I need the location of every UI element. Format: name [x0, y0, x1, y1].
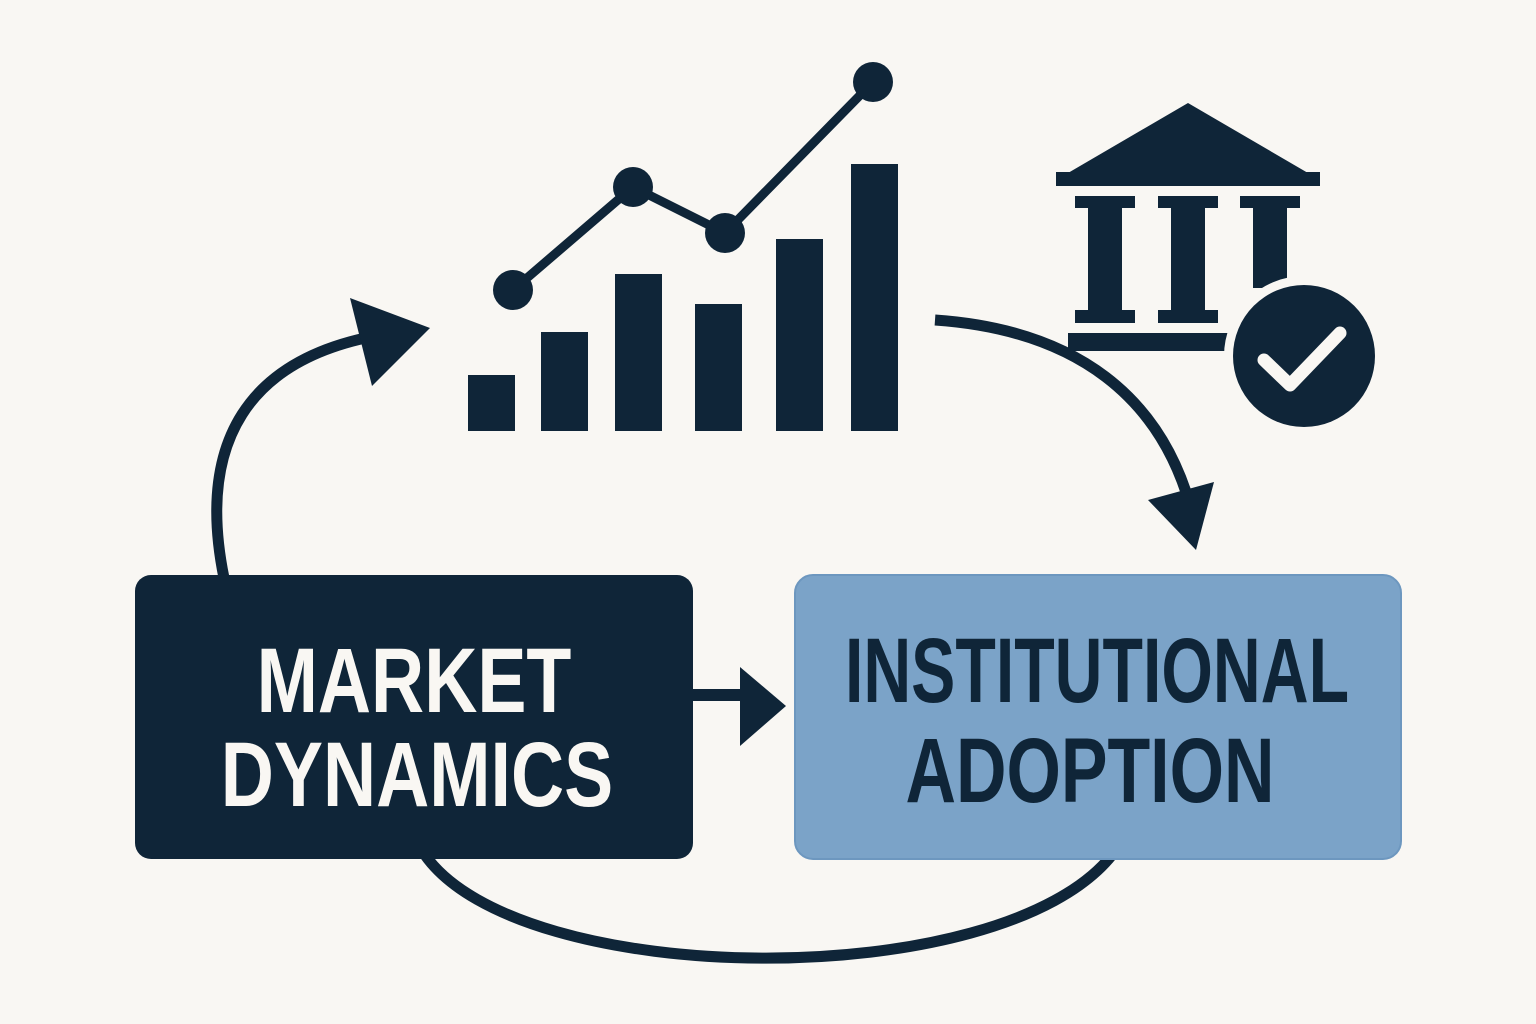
bank-icon — [1056, 103, 1320, 351]
arrowhead-icon — [740, 667, 786, 746]
trend-line-icon — [493, 62, 893, 310]
arrow-chart-to-institution — [934, 314, 1196, 507]
institutional-adoption-line2: ADOPTION — [906, 720, 1275, 822]
arrow-market-to-chart — [211, 330, 377, 580]
market-dynamics-line1: MARKET — [257, 629, 572, 732]
check-circle-icon — [1224, 276, 1384, 436]
arrowhead-icon — [1148, 482, 1214, 550]
arrowhead-icon — [350, 298, 430, 386]
arrow-feedback-loop — [420, 851, 1117, 964]
bar-chart-icon — [468, 164, 898, 431]
institutional-adoption-line1: INSTITUTIONAL — [845, 618, 1349, 721]
arrow-market-to-institution — [690, 689, 750, 701]
market-dynamics-box: MARKET DYNAMICS — [135, 575, 693, 859]
institutional-adoption-box: INSTITUTIONAL ADOPTION — [794, 574, 1402, 860]
market-dynamics-line2: DYNAMICS — [221, 723, 613, 826]
